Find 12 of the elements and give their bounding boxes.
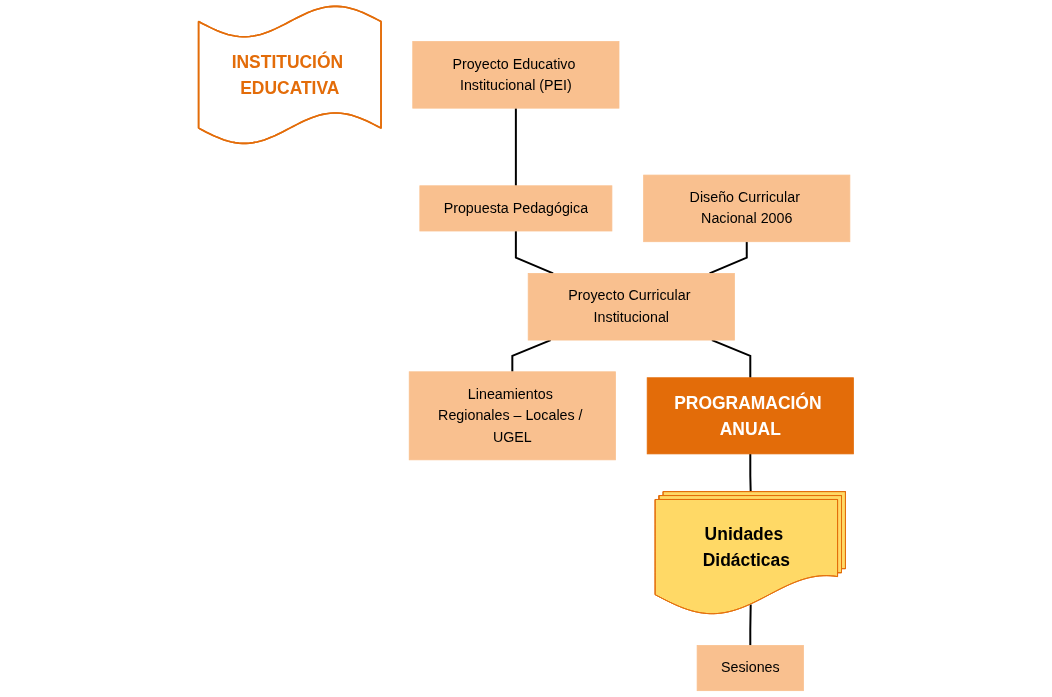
node-box: PROGRAMACIÓN ANUAL xyxy=(646,377,854,455)
node-box: Sesiones xyxy=(696,645,804,692)
connector xyxy=(511,339,552,373)
node-box: Lineamientos Regionales – Locales / UGEL xyxy=(408,371,616,461)
node-box: Proyecto Educativo Institucional (PEI) xyxy=(412,41,620,109)
node-box: Diseño Curricular Nacional 2006 xyxy=(643,174,851,243)
connector xyxy=(514,107,517,187)
connector xyxy=(749,603,752,647)
connector xyxy=(749,452,752,493)
connector xyxy=(708,240,748,275)
node-box: Propuesta Pedagógica xyxy=(419,185,613,232)
node-box: Proyecto Curricular Institucional xyxy=(527,273,735,341)
